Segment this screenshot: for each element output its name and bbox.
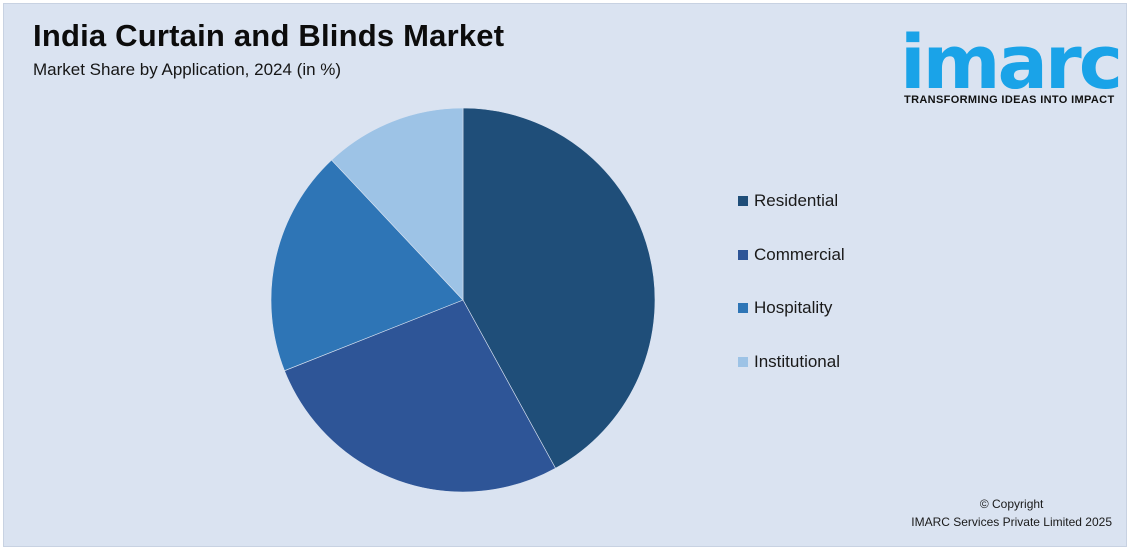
legend-item-hospitality: Hospitality bbox=[738, 294, 845, 322]
legend-label: Residential bbox=[754, 191, 839, 210]
copyright-line-2: IMARC Services Private Limited 2025 bbox=[911, 515, 1112, 529]
legend-swatch bbox=[738, 356, 748, 367]
imarc-logo: imarc TRANSFORMING IDEAS INTO IMPACT bbox=[900, 14, 1122, 109]
copyright-line-1: © Copyright bbox=[979, 497, 1044, 511]
copyright-notice: © Copyright IMARC Services Private Limit… bbox=[911, 495, 1112, 531]
legend-swatch bbox=[738, 303, 748, 314]
imarc-logo-wordmark: imarc bbox=[900, 20, 1122, 94]
legend-swatch bbox=[738, 196, 748, 206]
legend-item-residential: Residential bbox=[738, 187, 845, 215]
pie-slice-commercial bbox=[284, 299, 556, 493]
pie-slice-institutional bbox=[331, 107, 464, 301]
legend-item-commercial: Commercial bbox=[738, 241, 845, 269]
pie-slice-residential bbox=[462, 107, 656, 469]
pie-chart bbox=[270, 107, 656, 493]
legend-label: Hospitality bbox=[754, 298, 833, 318]
pie-slice-hospitality bbox=[270, 159, 464, 372]
chart-subtitle: Market Share by Application, 2024 (in %) bbox=[33, 60, 342, 79]
chart-title: India Curtain and Blinds Market bbox=[33, 18, 505, 53]
legend-label: Institutional bbox=[754, 351, 840, 371]
imarc-logo-tagline: TRANSFORMING IDEAS INTO IMPACT bbox=[904, 94, 1115, 106]
legend-swatch bbox=[738, 249, 748, 260]
legend-item-institutional: Institutional bbox=[738, 348, 845, 376]
chart-frame: India Curtain and Blinds Market Market S… bbox=[3, 3, 1127, 547]
imarc-logo-text: imarc bbox=[900, 20, 1120, 94]
legend-label: Commercial bbox=[754, 244, 845, 264]
